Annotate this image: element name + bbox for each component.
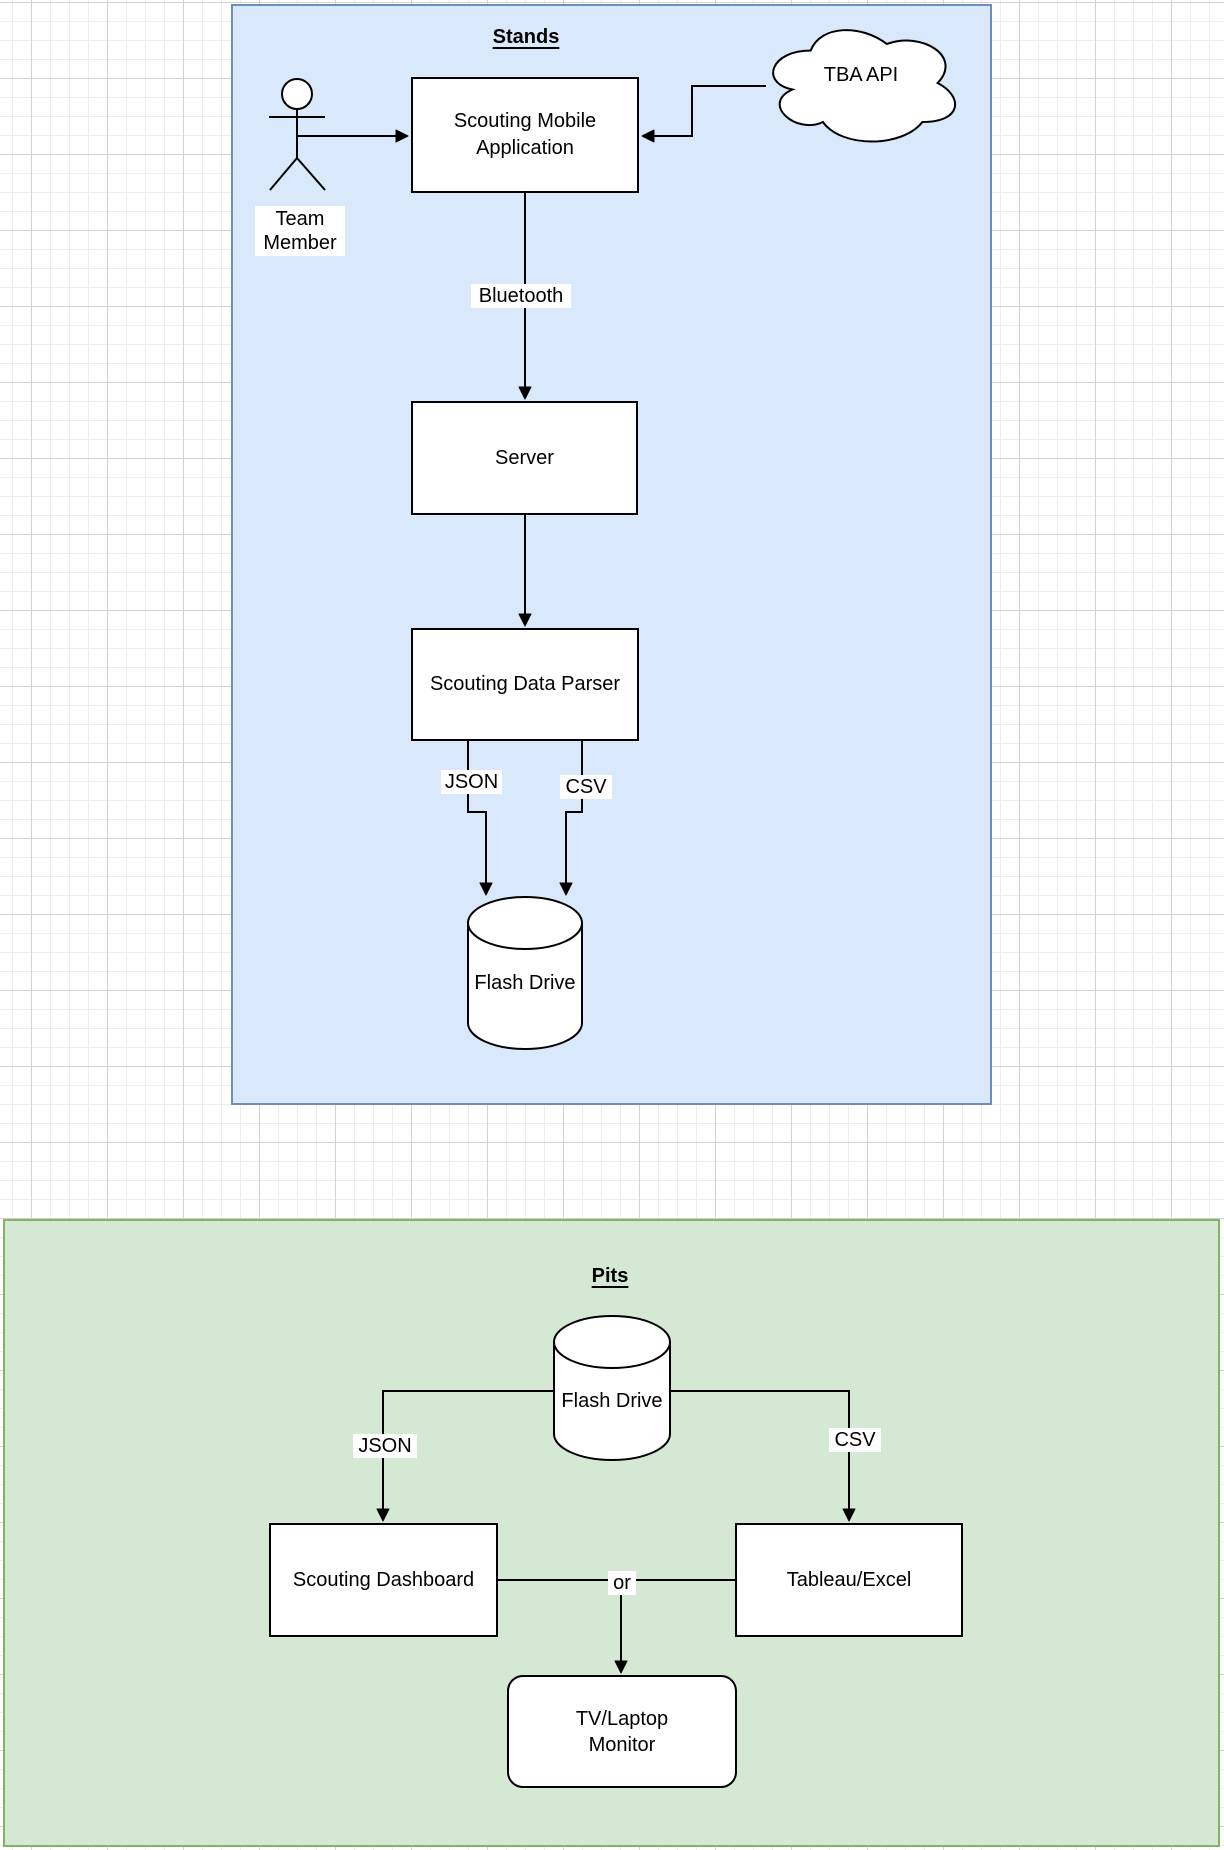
node-scouting-data-parser[interactable]: Scouting Data Parser [411, 628, 639, 741]
node-tableau-excel[interactable]: Tableau/Excel [735, 1523, 963, 1637]
team-member-actor-icon[interactable] [269, 78, 326, 191]
edge-label-csv-stands[interactable]: CSV [560, 775, 612, 799]
node-tv-laptop-monitor[interactable]: TV/Laptop Monitor [507, 1675, 737, 1788]
edge-label-or[interactable]: or [608, 1571, 636, 1595]
edge-label-json-pits[interactable]: JSON [353, 1434, 417, 1458]
edge-cloud-to-mobile-app[interactable] [641, 85, 766, 143]
pits-flash-drive-label: Flash Drive [561, 1390, 663, 1412]
edge-label-json-stands[interactable]: JSON [441, 770, 502, 794]
team-member-actor-label: Team Member [255, 206, 345, 256]
edge-label-csv-pits[interactable]: CSV [829, 1428, 881, 1452]
edge-flash-csv-to-tableau[interactable] [670, 1390, 856, 1522]
node-server[interactable]: Server [411, 401, 638, 515]
node-server-label: Server [495, 446, 554, 469]
stands-flash-drive-label: Flash Drive [474, 972, 576, 994]
node-scouting-mobile-application[interactable]: Scouting Mobile Application [411, 77, 639, 193]
node-tableau-excel-label: Tableau/Excel [786, 1568, 912, 1591]
stands-flash-drive-cylinder[interactable] [467, 896, 583, 1050]
tba-api-cloud-label: TBA API [823, 64, 899, 86]
edge-parser-csv-to-flash[interactable] [559, 741, 583, 896]
pits-section-title: Pits [591, 1265, 629, 1287]
node-scouting-dashboard-label: Scouting Dashboard [292, 1568, 475, 1591]
node-scouting-data-parser-label: Scouting Data Parser [429, 673, 621, 695]
node-scouting-dashboard[interactable]: Scouting Dashboard [269, 1523, 498, 1637]
node-scouting-mobile-application-label: Scouting Mobile Application [453, 110, 597, 159]
tba-api-cloud-shape[interactable] [772, 29, 956, 143]
pits-flash-drive-cylinder[interactable] [553, 1315, 671, 1461]
edge-label-bluetooth[interactable]: Bluetooth [471, 284, 571, 308]
node-tv-laptop-monitor-label: TV/Laptop Monitor [575, 1707, 669, 1756]
edge-flash-json-to-dashboard[interactable] [376, 1390, 554, 1522]
edge-parser-json-to-flash[interactable] [467, 741, 493, 896]
stands-section-title: Stands [492, 26, 560, 48]
